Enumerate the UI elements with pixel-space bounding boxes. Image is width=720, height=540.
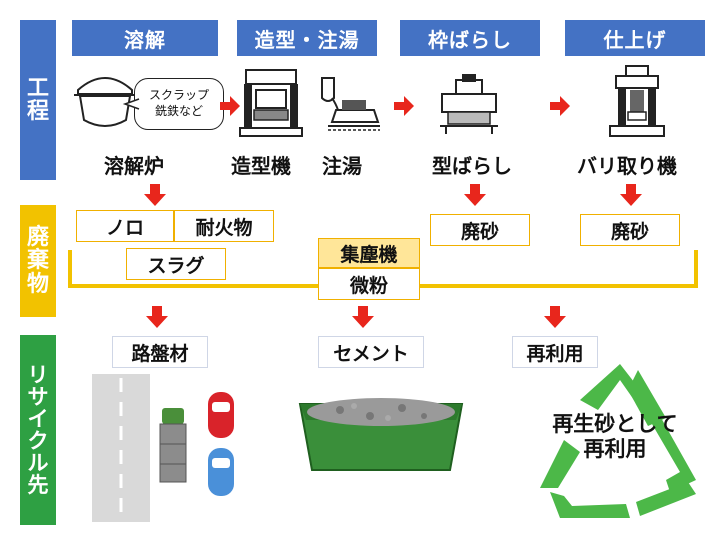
arrow-right-icon bbox=[394, 96, 414, 116]
recycle-side-char-1: リ bbox=[27, 362, 49, 387]
recycle-note-line1: 再生砂として bbox=[552, 412, 678, 436]
arrow-down-icon bbox=[144, 184, 166, 206]
header-finishing: 仕上げ bbox=[565, 20, 705, 56]
waste-side-label: 廃 棄 物 bbox=[20, 205, 56, 317]
molding-machine-icon bbox=[239, 69, 303, 137]
recycle-note-line2: 再利用 bbox=[583, 437, 647, 462]
cement-tray-illustration bbox=[298, 398, 464, 471]
process-side-char-2: 程 bbox=[26, 99, 49, 124]
process-side-char-1: 工 bbox=[26, 75, 49, 101]
waste-fine-powder: 微粉 bbox=[318, 268, 420, 300]
process-side-label: 工 程 bbox=[20, 20, 56, 180]
waste-refractory: 耐火物 bbox=[174, 210, 274, 242]
scrap-bubble: スクラップ 銑鉄など bbox=[134, 78, 224, 130]
deburring-machine-icon bbox=[609, 65, 665, 137]
pouring-icon bbox=[321, 77, 380, 131]
recycle-roadbed-label: 路盤材 bbox=[112, 336, 208, 368]
arrow-down-icon bbox=[352, 306, 374, 328]
dust-collector: 集塵機 bbox=[318, 238, 420, 268]
header-shakeout: 枠ばらし bbox=[400, 20, 540, 56]
deburring-label: バリ取り機 bbox=[577, 154, 677, 178]
scrap-bubble-line2: 銑鉄など bbox=[154, 104, 203, 118]
arrow-right-icon bbox=[550, 96, 570, 116]
recycle-side-char-2: サ bbox=[27, 384, 49, 409]
bubble-pointer-icon bbox=[122, 98, 140, 110]
arrow-down-icon bbox=[620, 184, 642, 206]
arrow-right-icon bbox=[220, 96, 240, 116]
road-illustration bbox=[92, 374, 234, 522]
recycle-side-label: リ サ イ ク ル 先 bbox=[20, 335, 56, 525]
waste-sand-shakeout: 廃砂 bbox=[430, 214, 530, 246]
shakeout-icon bbox=[440, 74, 498, 134]
recycle-side-char-4: ク bbox=[27, 429, 49, 453]
waste-side-char-1: 廃 bbox=[26, 225, 49, 251]
arrow-down-icon bbox=[544, 306, 566, 328]
scrap-bubble-line1: スクラップ bbox=[148, 88, 209, 103]
recycle-cement-label: セメント bbox=[318, 336, 424, 368]
waste-side-char-2: 棄 bbox=[26, 248, 49, 274]
waste-slag: スラグ bbox=[126, 248, 226, 280]
recycle-reuse-label: 再利用 bbox=[512, 336, 598, 368]
waste-sand-finishing: 廃砂 bbox=[580, 214, 680, 246]
recycle-arrows-icon bbox=[540, 364, 696, 518]
arrow-down-icon bbox=[146, 306, 168, 328]
header-melting: 溶解 bbox=[72, 20, 218, 56]
waste-side-char-3: 物 bbox=[26, 271, 49, 297]
recycle-note: 再生砂として 再利用 bbox=[532, 412, 698, 462]
shakeout-label: 型ばらし bbox=[432, 154, 512, 178]
arrow-down-icon bbox=[464, 184, 486, 206]
pouring-label: 注湯 bbox=[322, 154, 362, 178]
furnace-label: 溶解炉 bbox=[104, 154, 164, 178]
furnace-icon bbox=[74, 77, 136, 127]
recycle-side-char-6: 先 bbox=[27, 473, 49, 498]
waste-noro: ノロ bbox=[76, 210, 174, 242]
molding-machine-label: 造型機 bbox=[231, 154, 291, 178]
header-molding-pouring: 造型・注湯 bbox=[237, 20, 377, 56]
recycle-side-char-5: ル bbox=[27, 451, 49, 476]
recycle-side-char-3: イ bbox=[27, 406, 49, 431]
